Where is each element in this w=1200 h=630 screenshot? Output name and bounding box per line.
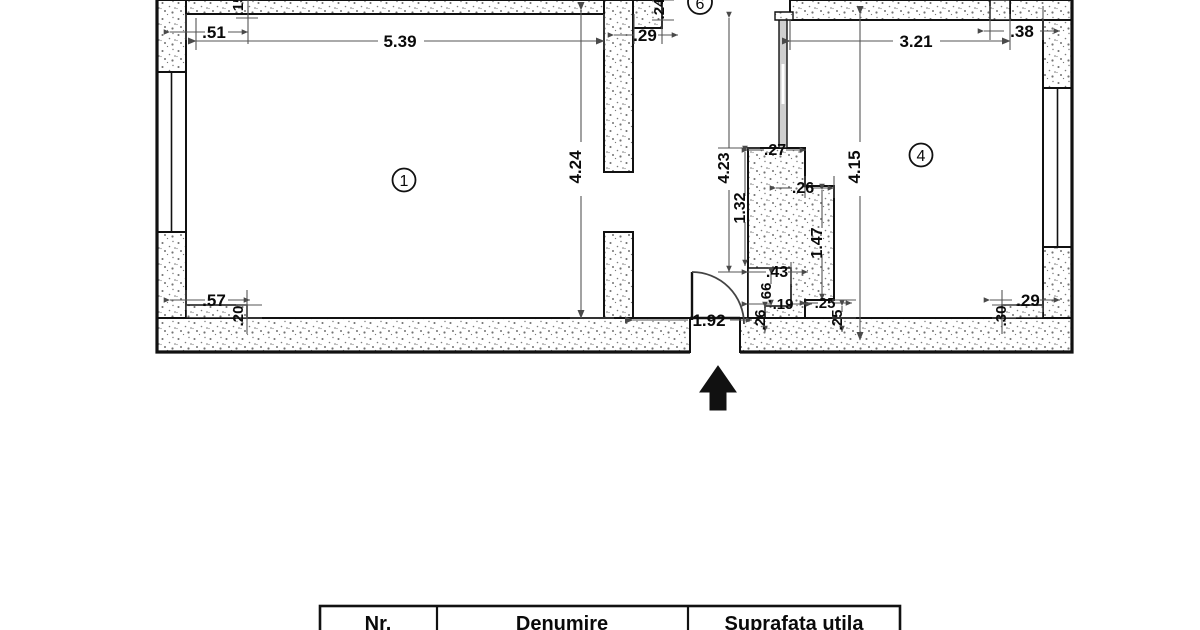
dimension-label-27: .27 <box>764 142 786 159</box>
dimension-label-29-top: .29 <box>633 26 657 45</box>
wall-top-right-corner <box>1009 0 1073 21</box>
area-schedule-table: Nr. Denumire Suprafata utila <box>318 604 902 630</box>
table-header-nr: Nr. <box>365 613 392 630</box>
window-left <box>156 71 187 233</box>
dimension-label-15: .15 <box>230 0 247 15</box>
room-bubble-4[interactable]: 4 <box>908 142 934 168</box>
dimension-label-66: .66 <box>758 283 775 304</box>
wall-partition-upper <box>603 0 634 173</box>
main-door[interactable] <box>690 271 745 325</box>
outline-left-bottom <box>155 0 690 354</box>
dimension-labels: .51 .15 5.39 .29 .24 3.21 .38 .57 .20 4.… <box>202 0 1040 330</box>
dimension-label-26: .26 <box>792 180 814 197</box>
room-number-label: 4 <box>917 148 926 165</box>
outline-right-bottom <box>740 0 1074 354</box>
dimension-label-192: 1.92 <box>692 311 725 330</box>
wall-right-upper <box>1042 19 1073 89</box>
dimension-label-132: 1.32 <box>732 192 749 223</box>
dimension-label-20: .20 <box>230 306 247 327</box>
dimension-label-57: .57 <box>202 291 226 310</box>
dimension-label-30: .30 <box>993 306 1010 327</box>
dimension-label-38: .38 <box>1010 22 1034 41</box>
room-bubble-1[interactable]: 1 <box>391 167 417 193</box>
dimension-lines <box>163 0 1060 341</box>
window-right <box>1042 87 1073 248</box>
table-outline <box>318 604 902 630</box>
wall-left-upper <box>156 0 187 73</box>
dimension-label-43: .43 <box>766 264 788 281</box>
wall-bottom-right <box>739 317 1073 353</box>
room-bubble-circle <box>908 142 934 168</box>
wall-outlines <box>155 0 1074 354</box>
room-bubble-circle <box>391 167 417 193</box>
dimension-label-147: 1.47 <box>809 227 826 258</box>
shaft-partition <box>774 11 794 149</box>
room-number-label: 1 <box>400 173 409 190</box>
room-bubble-6[interactable]: 6 <box>687 0 713 15</box>
dimension-label-539: 5.39 <box>383 32 416 51</box>
room-number-label: 6 <box>696 0 705 13</box>
table-header-denumire: Denumire <box>516 613 608 630</box>
dimension-label-24-top: .24 <box>651 0 668 19</box>
room-number-bubbles: 1 4 6 <box>391 0 934 193</box>
dimension-label-29-right: .29 <box>1016 291 1040 310</box>
dimension-label-25b: .25 <box>829 310 846 331</box>
dimension-label-415: 4.15 <box>845 150 864 183</box>
wall-top-right <box>789 0 1011 21</box>
entrance-arrow <box>699 365 737 411</box>
dimension-label-26b: .26 <box>752 310 769 331</box>
wall-top-left <box>185 0 605 15</box>
dimension-label-424: 4.24 <box>566 150 585 184</box>
table-header-suprafata: Suprafata utila <box>725 613 865 630</box>
room-bubble-circle <box>687 0 713 15</box>
dimension-label-51: .51 <box>202 23 226 42</box>
door-swing-arc <box>691 271 745 325</box>
dimension-label-25a: .25 <box>815 295 836 312</box>
dimension-label-321: 3.21 <box>899 32 932 51</box>
dimension-label-423: 4.23 <box>716 152 733 183</box>
dimension-label-19: .19 <box>773 296 794 313</box>
wall-step-top-right <box>989 0 1011 21</box>
wall-partition-lower <box>603 231 634 319</box>
wall-bodies <box>156 0 1073 353</box>
